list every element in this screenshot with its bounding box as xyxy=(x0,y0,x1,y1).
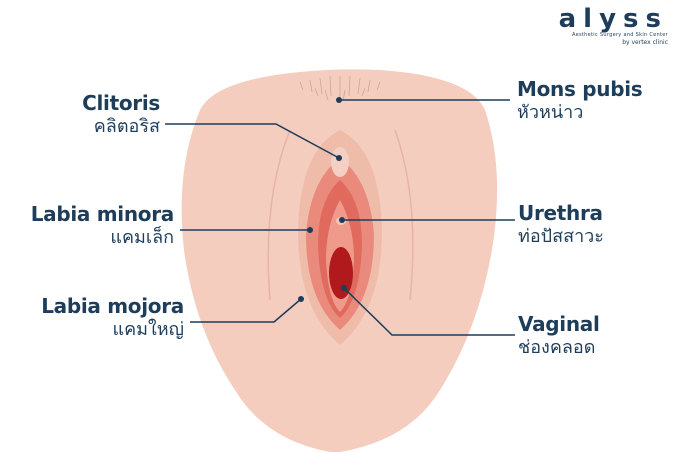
label-clitoris-en: Clitoris xyxy=(82,91,160,115)
label-clitoris: Clitoris คลิตอริส xyxy=(40,92,160,138)
leader-clitoris xyxy=(165,123,340,159)
dot-mons-pubis xyxy=(336,97,342,103)
thigh-crease-right xyxy=(394,129,414,301)
label-urethra: Urethra ท่อปัสสาวะ xyxy=(518,202,668,248)
label-labia-minora-th: แคมเล็ก xyxy=(110,227,174,248)
label-vaginal-en: Vaginal xyxy=(518,312,600,336)
label-vaginal: Vaginal ช่องคลอด xyxy=(518,313,668,359)
leader-dots xyxy=(298,97,347,302)
thigh-crease-left xyxy=(267,129,291,301)
leader-lines xyxy=(165,99,515,336)
dot-labia-mojora xyxy=(298,296,304,302)
label-labia-minora-en: Labia minora xyxy=(30,202,175,226)
label-mons-pubis-en: Mons pubis xyxy=(517,77,643,101)
label-urethra-th: ท่อปัสสาวะ xyxy=(518,226,604,247)
dot-vaginal xyxy=(341,285,347,291)
label-urethra-en: Urethra xyxy=(518,201,603,225)
brand-byline: by vertex clinic xyxy=(622,39,668,46)
label-vaginal-th: ช่องคลอด xyxy=(518,337,596,358)
pubic-hair xyxy=(299,75,381,102)
label-mons-pubis: Mons pubis หัวหน่าว xyxy=(517,78,667,124)
brand-name: alyss xyxy=(558,4,668,34)
label-labia-minora: Labia minora แคมเล็ก xyxy=(8,202,175,249)
label-mons-pubis-th: หัวหน่าว xyxy=(517,102,584,123)
vaginal-opening xyxy=(329,247,353,299)
dot-clitoris xyxy=(336,155,342,161)
brand-logo: alyss Aesthetic Surgery and Skin Center … xyxy=(559,4,668,46)
label-clitoris-th: คลิตอริส xyxy=(93,116,160,137)
brand-tagline: Aesthetic Surgery and Skin Center xyxy=(571,32,668,38)
label-labia-mojora-th: แคมใหญ่ xyxy=(112,319,185,340)
leader-labia-mojora xyxy=(190,298,302,323)
label-labia-mojora-en: Labia mojora xyxy=(41,294,184,318)
label-labia-mojora: Labia mojora แคมใหญ่ xyxy=(14,295,184,341)
dot-urethra xyxy=(339,217,345,223)
leader-vaginal xyxy=(343,287,515,336)
clitoris-hood xyxy=(331,147,349,177)
dot-labia-minora xyxy=(307,227,313,233)
